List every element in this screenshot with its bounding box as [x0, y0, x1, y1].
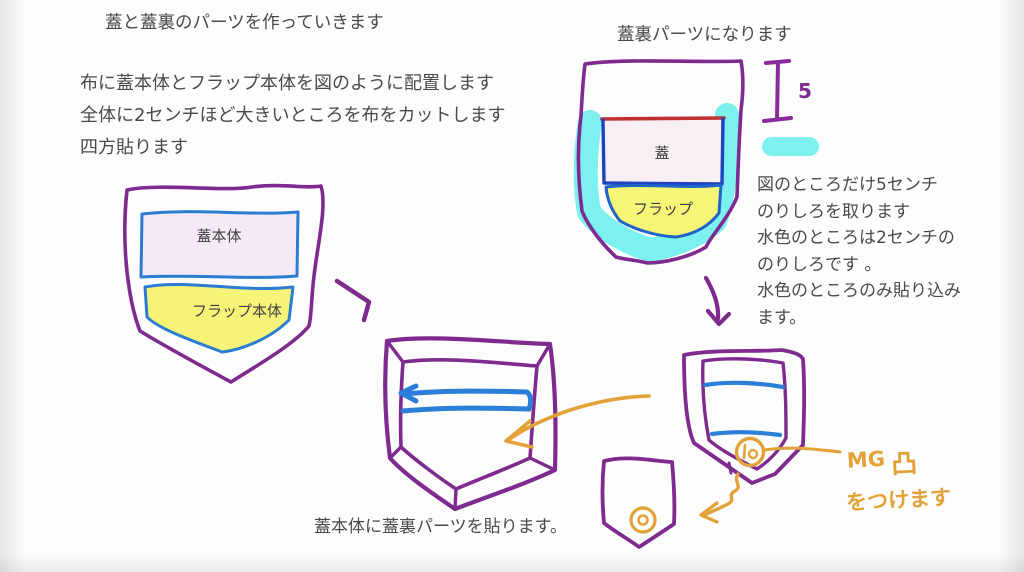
lid-area-fill — [603, 118, 723, 183]
pouch-outer-outline — [682, 348, 807, 485]
lid-area-blue-edges — [601, 117, 725, 186]
instruction-line: のりしろです 。 — [757, 254, 882, 275]
instruction-line: 全体に2センチほど大きいところを布をカットします — [80, 105, 506, 126]
magnet-convex-icon: 凸 — [890, 449, 918, 480]
snap-inner-circle — [637, 514, 649, 526]
magnet-inner-mark — [742, 443, 747, 460]
instruction-line: 図のところだけ5センチ — [757, 175, 938, 195]
magnet-annotation: MG 凸 をつけます — [846, 447, 952, 515]
underside-cloth-outline — [576, 59, 745, 265]
box-inner-outline — [398, 358, 539, 491]
instruction-line: ます。 — [757, 307, 807, 328]
squiggle-arrow-icon — [699, 472, 740, 524]
pouch-tick-mark — [727, 461, 733, 475]
title-left: 蓋と蓋裏のパーツを作っていきます — [105, 13, 384, 33]
caption-bottom: 蓋本体に蓋裏パーツを貼ります。 — [314, 517, 567, 537]
title-right: 蓋裏パーツになります — [617, 25, 792, 45]
cyan-color-swatch — [762, 137, 819, 156]
lid-box-drawing — [383, 336, 651, 512]
magnet-callout-line — [762, 446, 842, 454]
instruction-line: のりしろを取ります — [757, 201, 910, 222]
pouch-glue-line-top — [702, 380, 786, 390]
instruction-line: 四方貼ります — [80, 137, 188, 158]
box-outer-outline — [383, 336, 558, 512]
instruction-line: 水色のところは2センチの — [757, 228, 955, 248]
instructions-left: 布に蓋本体とフラップ本体を図のように配置します 全体に2センチほど大きいところを… — [80, 68, 505, 164]
flap-body-piece — [143, 282, 295, 354]
lid-underside-drawing: 蓋 フラップ — [573, 59, 745, 265]
arrow-right-down-icon — [334, 278, 372, 323]
lid-label: 蓋 — [654, 144, 669, 162]
lined-pouch-drawing — [682, 348, 842, 485]
orange-insert-arrow — [506, 394, 651, 442]
glue-stripe-lines — [400, 388, 534, 414]
orange-insert-arrowhead — [504, 419, 534, 449]
snap-outer-circle — [629, 506, 657, 534]
pouch-inner-outline — [701, 357, 788, 471]
box-corner-connectors — [385, 339, 557, 511]
glue-margin-highlight — [573, 103, 740, 262]
flap-label: フラップ — [633, 200, 693, 218]
cloth-outline — [123, 183, 325, 384]
glue-stripe-arrowhead — [398, 383, 419, 404]
seam-allowance-mark: 5 — [762, 59, 819, 156]
flap-body-label: フラップ本体 — [192, 302, 282, 320]
flap-area — [604, 183, 723, 239]
lid-body-label: 蓋本体 — [196, 227, 241, 245]
i-beam-icon — [762, 59, 793, 123]
instruction-line: 水色のところのみ貼り込み — [757, 281, 961, 301]
lid-body-piece — [139, 210, 300, 279]
instructions-right: 図のところだけ5センチ のりしろを取ります 水色のところは2センチの のりしろで… — [757, 172, 961, 331]
flap-piece-outline — [600, 456, 677, 549]
pouch-glue-line-bottom — [709, 430, 783, 438]
magnet-abbr-text: MG — [846, 447, 885, 473]
magnet-position-circle — [734, 436, 766, 468]
instruction-line: 布に蓋本体とフラップ本体を図のように配置します — [80, 73, 494, 94]
arrow-down-icon — [703, 275, 732, 327]
seam-allowance-value: 5 — [798, 79, 812, 103]
magnet-inner-loop — [747, 448, 759, 460]
flap-piece-drawing — [600, 456, 677, 549]
magnet-note-text: をつけます — [846, 485, 952, 514]
cloth-layout-drawing: 蓋本体 フラップ本体 — [123, 183, 325, 384]
lid-area-red-edge — [600, 116, 726, 121]
